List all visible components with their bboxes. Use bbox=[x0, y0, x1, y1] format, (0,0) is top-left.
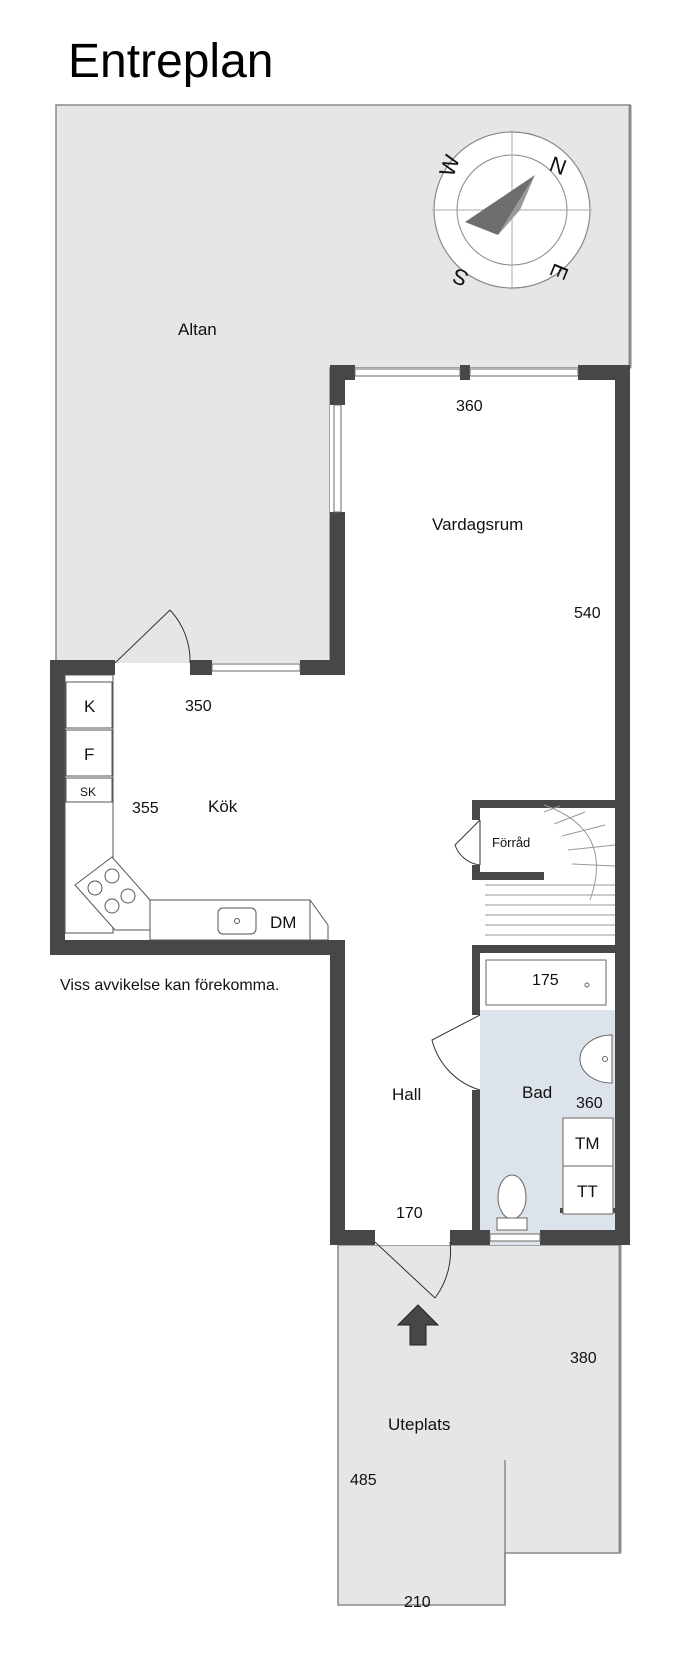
doors bbox=[114, 609, 481, 1299]
dimension-uteplats-bottom: 210 bbox=[404, 1594, 431, 1611]
walls bbox=[50, 365, 630, 1245]
uteplats-area bbox=[337, 1244, 621, 1606]
dimension-vardagsrum-length: 540 bbox=[574, 605, 601, 622]
room-label-hall: Hall bbox=[392, 1085, 421, 1104]
dimension-bad-length: 360 bbox=[576, 1095, 603, 1112]
fixture-label-dryer: TT bbox=[577, 1182, 598, 1201]
dimension-kok-length: 355 bbox=[132, 800, 159, 817]
dimension-vardagsrum-width: 360 bbox=[456, 398, 483, 415]
dimension-uteplats-left: 485 bbox=[350, 1472, 377, 1489]
windows bbox=[211, 368, 579, 1242]
dimension-hall-width: 170 bbox=[396, 1205, 423, 1222]
fixture-label-dishwasher: DM bbox=[270, 913, 296, 932]
kitchen-fixtures bbox=[64, 674, 329, 941]
room-label-uteplats: Uteplats bbox=[388, 1415, 450, 1434]
dimension-bath-tub: 175 bbox=[532, 972, 559, 989]
bathroom-fixtures bbox=[485, 959, 614, 1231]
room-label-kok: Kök bbox=[208, 797, 238, 816]
dimension-kok-width: 350 bbox=[185, 698, 212, 715]
fixture-label-freezer: F bbox=[84, 745, 94, 764]
disclaimer-note: Viss avvikelse kan förekomma. bbox=[60, 977, 279, 994]
room-label-vardagsrum: Vardagsrum bbox=[432, 515, 523, 534]
staircase bbox=[485, 804, 616, 936]
room-label-forrad: Förråd bbox=[492, 835, 530, 850]
page-title: Entreplan bbox=[68, 35, 274, 88]
fixture-label-fridge: K bbox=[84, 697, 96, 716]
room-label-bad: Bad bbox=[522, 1083, 552, 1102]
entrance-arrow-icon bbox=[396, 1304, 440, 1346]
compass-needle-icon bbox=[465, 175, 535, 235]
room-label-altan: Altan bbox=[178, 320, 217, 339]
fixture-label-cabinet: SK bbox=[80, 785, 96, 799]
compass-rose bbox=[432, 130, 592, 290]
fixture-label-washer: TM bbox=[575, 1134, 600, 1153]
dimension-uteplats-right: 380 bbox=[570, 1350, 597, 1367]
